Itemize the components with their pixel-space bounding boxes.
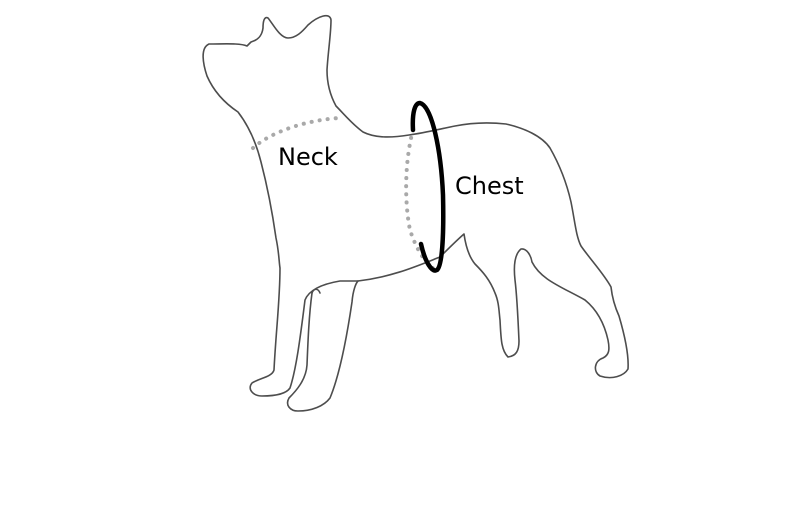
chest-label: Chest (455, 172, 524, 200)
neck-measure-line (251, 116, 341, 150)
dog-inner-leg-top (311, 288, 321, 294)
chest-measure-back-dotted (404, 128, 436, 271)
chest-measure-ring (410, 100, 446, 273)
neck-label: Neck (278, 143, 338, 171)
dog-body-outline (202, 14, 629, 397)
dog-inner-front-leg (286, 280, 359, 412)
